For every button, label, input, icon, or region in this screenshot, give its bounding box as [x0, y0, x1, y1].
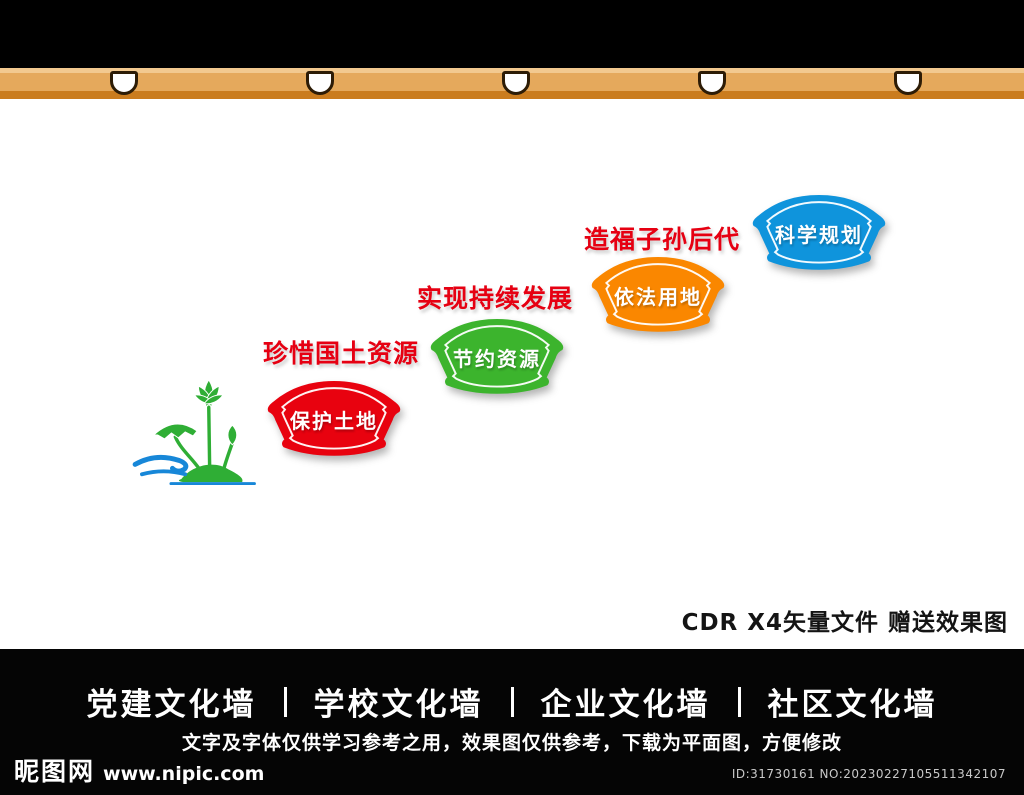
separator-bar: [737, 686, 741, 717]
grass-mound: [178, 464, 243, 483]
slogan-text: 珍惜国土资源: [262, 339, 419, 368]
category-row: 党建文化墙 学校文化墙 企业文化墙 社区文化墙: [0, 679, 1024, 724]
slogan-text: 造福子孙后代: [583, 225, 740, 254]
site-brand: 昵图网 www.nipic.com: [14, 752, 264, 788]
fan-shape-icon: [752, 194, 886, 270]
roof-tile-icon: [894, 71, 922, 95]
category-label: 学校文化墙: [313, 687, 484, 723]
roof-tile-icon: [110, 71, 138, 95]
fan-plaque-red: 保护土地: [263, 379, 405, 457]
fan-label: 科学规划: [775, 223, 863, 247]
lotus-bud: [227, 424, 238, 446]
footer: 党建文化墙 学校文化墙 企业文化墙 社区文化墙 文字及字体仅供学习参考之用，效果…: [0, 649, 1024, 795]
roof-tile-icon: [306, 71, 334, 95]
site-logo: 昵图网: [14, 757, 96, 786]
fan-shape-icon: [430, 318, 564, 394]
fan-plaque-blue: 科学规划: [748, 193, 890, 271]
category-label: 社区文化墙: [767, 687, 938, 723]
fan-shape-icon: [591, 256, 725, 332]
category-label: 企业文化墙: [540, 687, 711, 723]
file-format-note: CDR X4矢量文件 赠送效果图: [681, 610, 1008, 636]
fan-label: 节约资源: [453, 347, 541, 371]
fan-shape-icon: [267, 380, 401, 456]
site-url: www.nipic.com: [103, 763, 265, 785]
roof-beam-highlight: [0, 68, 1024, 73]
category-label: 党建文化墙: [86, 687, 257, 723]
slogan-text: 实现持续发展: [416, 284, 573, 313]
top-black-bar: [0, 0, 1024, 68]
fan-plaque-green: 节约资源: [426, 317, 568, 395]
separator-bar: [283, 686, 287, 717]
image-id-text: ID:31730161 NO:20230227105511342107: [731, 767, 1006, 781]
roof-tile-icon: [502, 71, 530, 95]
fan-label: 保护土地: [290, 409, 378, 433]
fan-label: 依法用地: [614, 285, 702, 309]
roof-tile-icon: [698, 71, 726, 95]
separator-bar: [510, 686, 514, 717]
lotus-leaf: [152, 423, 198, 440]
lotus-illustration-icon: [132, 379, 256, 486]
fan-plaque-orange: 依法用地: [587, 255, 729, 333]
roof-beam-shadow: [0, 91, 1024, 99]
wave-cloud-icon: [132, 454, 189, 477]
disclaimer-text: 文字及字体仅供学习参考之用，效果图仅供参考，下载为平面图，方便修改: [181, 732, 842, 754]
